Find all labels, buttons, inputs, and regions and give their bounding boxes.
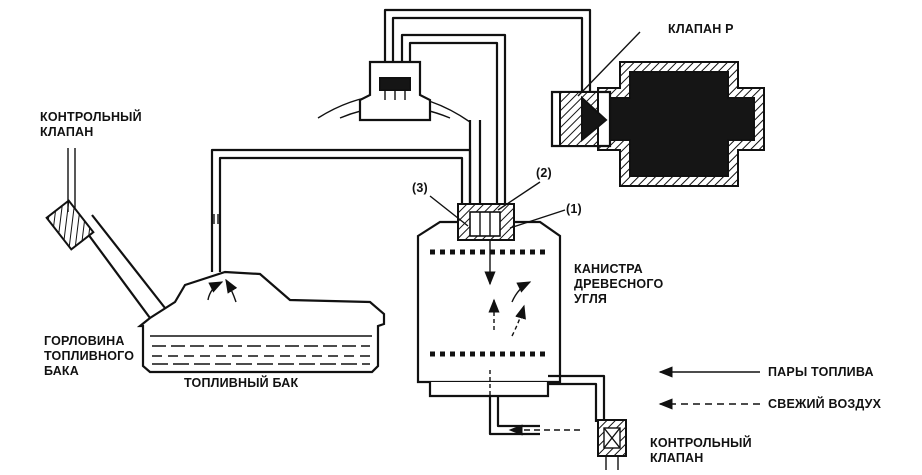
- legend-fuel-vapor: ПАРЫ ТОПЛИВА: [768, 365, 874, 379]
- label-canister: КАНИСТРА ДРЕВЕСНОГО УГЛЯ: [574, 262, 664, 306]
- label-control-valve-top: КОНТРОЛЬНЫЙ КЛАПАН: [40, 110, 142, 139]
- fuel-liquid: [150, 335, 372, 365]
- charcoal-canister: [416, 203, 562, 398]
- intake-manifold: [550, 31, 765, 187]
- label-control-valve-bottom: КОНТРОЛЬНЫЙ КЛАПАН: [650, 436, 752, 465]
- label-valve-p: КЛАПАН Р: [668, 22, 734, 36]
- label-num-1: (1): [566, 202, 582, 216]
- filler-neck: [45, 199, 166, 319]
- control-valve-bottom: [597, 419, 627, 470]
- legend-arrows: [658, 366, 760, 410]
- upper-pipes: [383, 8, 592, 206]
- fresh-air-pipes: [488, 370, 606, 436]
- control-valve-top: [67, 148, 76, 212]
- label-num-2: (2): [536, 166, 552, 180]
- leader-lines: [429, 181, 566, 229]
- legend-fresh-air: СВЕЖИЙ ВОЗДУХ: [768, 397, 882, 411]
- label-num-3: (3): [412, 181, 428, 195]
- label-fuel-tank: ТОПЛИВНЫЙ БАК: [184, 376, 299, 390]
- label-filler-neck: ГОРЛОВИНА ТОПЛИВНОГО БАКА: [44, 334, 135, 378]
- intake-dome: [317, 60, 471, 123]
- fuel-tank: [136, 270, 386, 374]
